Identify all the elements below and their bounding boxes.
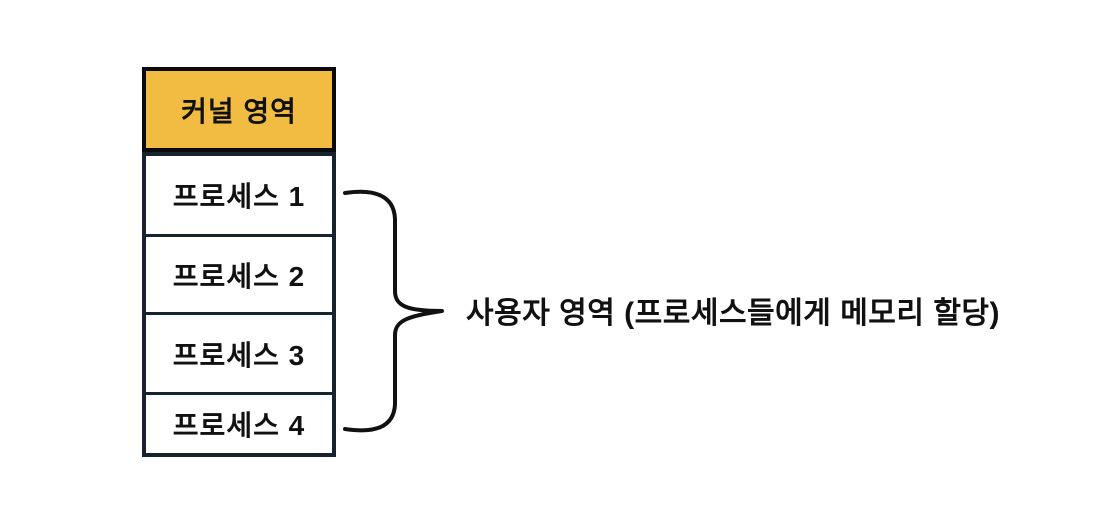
process-box-3: 프로세스 3	[146, 312, 332, 392]
kernel-area-box: 커널 영역	[142, 67, 336, 152]
process-box-1: 프로세스 1	[146, 156, 332, 234]
user-area-label: 사용자 영역 (프로세스들에게 메모리 할당)	[466, 297, 1001, 330]
process-stack: 프로세스 1 프로세스 2 프로세스 3 프로세스 4	[142, 152, 336, 457]
process-label: 프로세스 4	[172, 410, 306, 441]
process-label: 프로세스 1	[172, 181, 306, 212]
kernel-area-label: 커널 영역	[181, 95, 297, 127]
process-box-2: 프로세스 2	[146, 234, 332, 312]
process-label: 프로세스 3	[172, 339, 306, 371]
process-label: 프로세스 2	[172, 260, 306, 292]
process-box-4: 프로세스 4	[146, 392, 332, 453]
memory-stack: 커널 영역 프로세스 1 프로세스 2 프로세스 3 프로세스 4	[142, 67, 336, 457]
